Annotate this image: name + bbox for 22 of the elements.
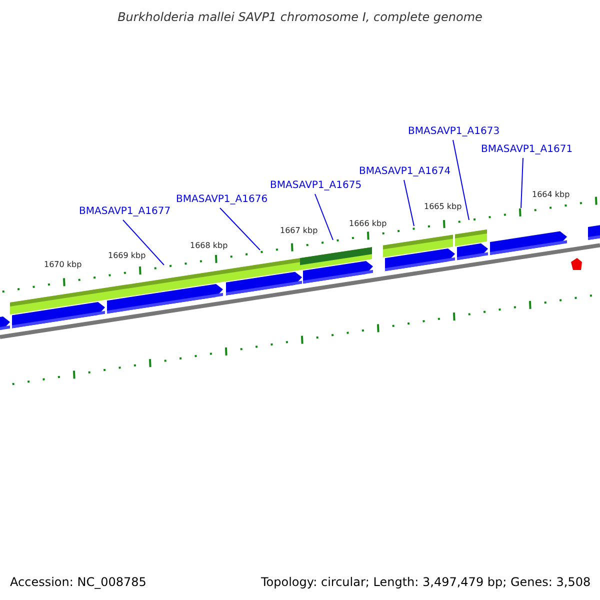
scale-label: 1669 kbp <box>108 251 146 260</box>
accession-note: Accession: NC_008785 <box>10 575 146 589</box>
leader-line <box>452 140 470 220</box>
leader-line <box>314 194 334 240</box>
scale-label: 1667 kbp <box>280 226 318 235</box>
genome-info-note: Topology: circular; Length: 3,497,479 bp; Genes: 3,508 <box>261 575 591 589</box>
scale-label: 1666 kbp <box>349 219 387 228</box>
gene-label: BMASAVP1_A1677 <box>79 206 171 217</box>
leader-line <box>220 208 260 250</box>
leader-line <box>404 180 414 226</box>
gene-label: BMASAVP1_A1674 <box>359 166 451 177</box>
gene-label: BMASAVP1_A1676 <box>176 194 268 205</box>
scale-label: 1668 kbp <box>190 241 228 250</box>
title: Burkholderia mallei SAVP1 chromosome I, complete genome <box>116 10 484 24</box>
leader-line <box>122 220 164 266</box>
leader-line <box>520 158 524 208</box>
gene-label: BMASAVP1_A1675 <box>270 180 362 191</box>
gene-label: BMASAVP1_A1671 <box>481 144 573 155</box>
scale-label: 1665 kbp <box>424 202 462 211</box>
gene-label: BMASAVP1_A1673 <box>408 126 500 137</box>
scale-label: 1670 kbp <box>44 260 82 269</box>
scale-label: 1664 kbp <box>532 190 570 199</box>
